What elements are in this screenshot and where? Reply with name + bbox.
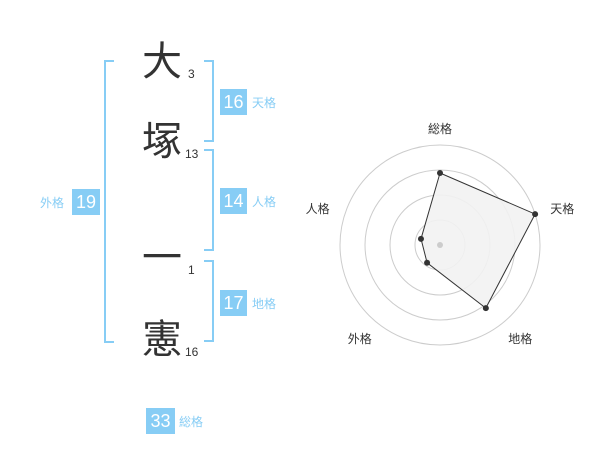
soukaku-label: 総格 bbox=[179, 415, 204, 429]
radar-axis-label: 天格 bbox=[550, 201, 574, 216]
name-char-4: 憲 bbox=[142, 317, 182, 363]
stroke-count-3: 1 bbox=[188, 263, 195, 277]
radar-point bbox=[532, 211, 539, 218]
jinkaku-bracket bbox=[204, 149, 214, 251]
stroke-count-4: 16 bbox=[185, 345, 199, 359]
radar-ring bbox=[339, 144, 541, 346]
radar-point bbox=[482, 305, 489, 312]
gaikaku-label: 外格 bbox=[40, 196, 65, 210]
radar-axis-label: 地格 bbox=[508, 331, 532, 346]
radar-point bbox=[417, 235, 424, 242]
chikaku-value: 17 bbox=[220, 290, 247, 316]
stroke-count-2: 13 bbox=[185, 147, 199, 161]
radar-point bbox=[424, 259, 431, 266]
gaikaku-bracket bbox=[104, 60, 114, 343]
chikaku-bracket bbox=[204, 260, 214, 342]
radar-axis-label: 人格 bbox=[306, 201, 330, 216]
radar-point bbox=[437, 170, 443, 176]
jinkaku-label: 人格 bbox=[252, 195, 277, 209]
chikaku-label: 地格 bbox=[252, 297, 277, 311]
radar-center-dot bbox=[437, 242, 443, 248]
radar-axis-label: 外格 bbox=[348, 331, 372, 346]
tenkaku-value: 16 bbox=[220, 89, 247, 115]
jinkaku-value: 14 bbox=[220, 188, 247, 214]
name-char-1: 大 bbox=[142, 39, 182, 85]
radar-area bbox=[420, 172, 536, 309]
stroke-count-1: 3 bbox=[188, 67, 195, 81]
tenkaku-label: 天格 bbox=[252, 96, 277, 110]
name-char-3: 一 bbox=[142, 235, 182, 281]
radar-axis-label: 総格 bbox=[428, 121, 452, 136]
tenkaku-bracket bbox=[204, 60, 214, 142]
soukaku-value: 33 bbox=[146, 408, 175, 434]
name-char-2: 塚 bbox=[142, 119, 182, 165]
radar-points bbox=[417, 170, 539, 312]
gaikaku-value: 19 bbox=[72, 189, 100, 215]
